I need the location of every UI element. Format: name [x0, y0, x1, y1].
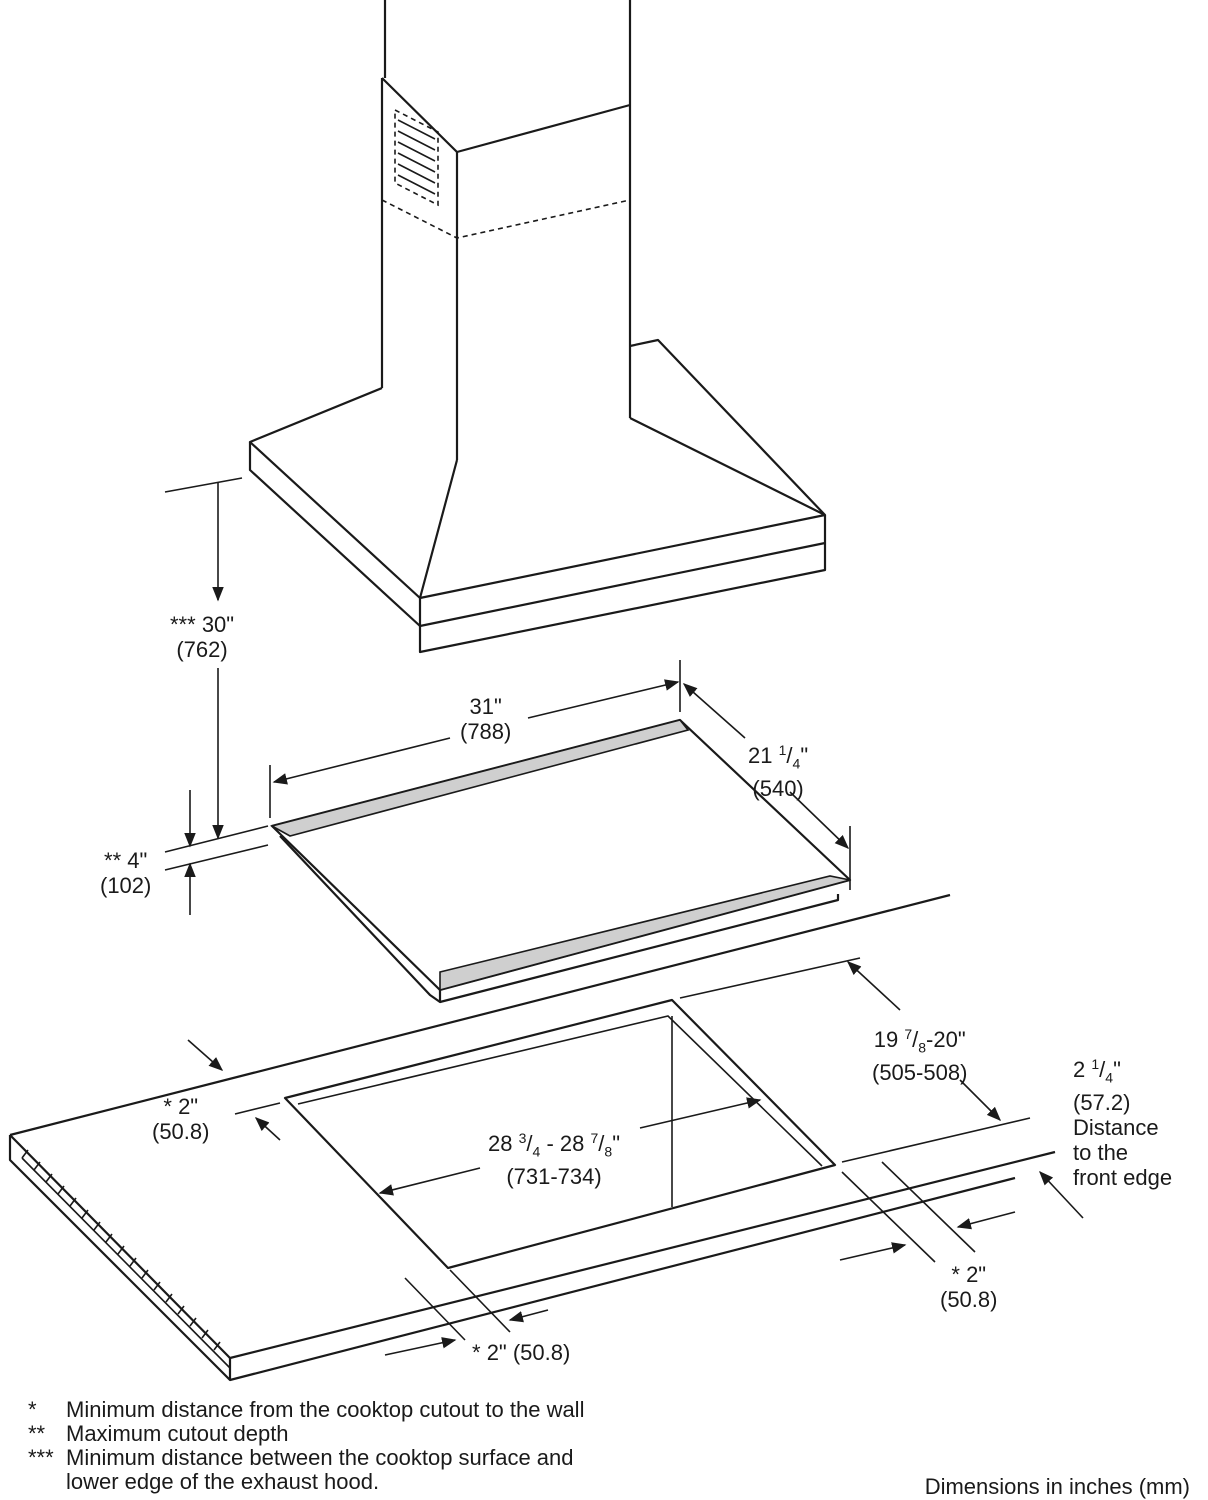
hood-height-label: *** 30" (762): [170, 612, 235, 662]
cutout-width-label: 28 3/4 - 28 7/8" (731-734): [488, 1130, 621, 1190]
vent-icon: [394, 108, 439, 207]
legend-item: ***Minimum distance between the cooktop …: [28, 1445, 574, 1470]
cutout-depth-label: ** 4" (102): [100, 848, 152, 898]
legend-item: **Maximum cutout depth: [28, 1421, 289, 1446]
front-clearance-label: * 2" (50.8): [472, 1340, 571, 1365]
cooktop-width-label: 31" (788): [460, 694, 512, 744]
units-note: Dimensions in inches (mm): [924, 1474, 1190, 1499]
front-edge-label: 2 1/4" (57.2) Distance to the front edge: [1073, 1056, 1173, 1191]
legend-item: lower edge of the exhaust hood.: [66, 1469, 380, 1494]
countertop: [8, 893, 1056, 1382]
legend: *Minimum distance from the cooktop cutou…: [28, 1398, 584, 1494]
right-clearance-label: * 2" (50.8): [940, 1262, 998, 1312]
cutout-depth-range-label: 19 7/8-20" (505-508): [872, 1026, 968, 1086]
exhaust-hood: [248, 0, 827, 654]
cooktop-depth-label: 21 1/4" (540): [748, 742, 809, 802]
legend-item: *Minimum distance from the cooktop cutou…: [28, 1397, 585, 1422]
dimension-lines: [164, 477, 1084, 1356]
left-clearance-label: * 2" (50.8): [152, 1094, 210, 1144]
